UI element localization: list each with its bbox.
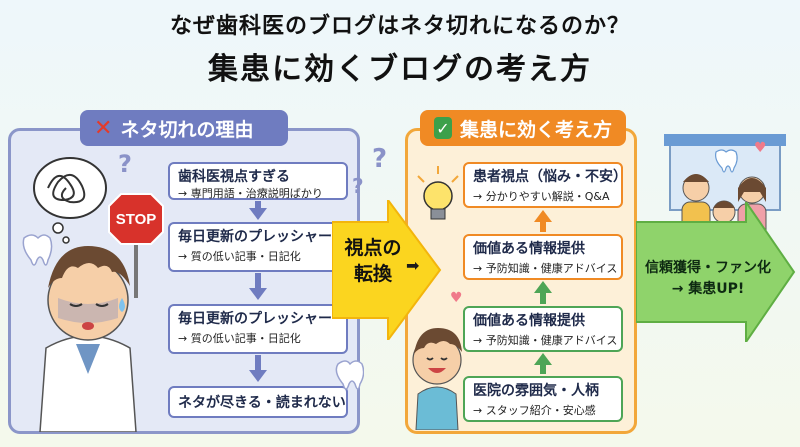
left-panel-title-text: ネタ切れの理由 — [120, 118, 254, 141]
smiling-boy-illustration — [412, 328, 462, 430]
left-step-box: 毎日更新のプレッシャー → 質の低い記事・日記化 — [168, 304, 348, 354]
left-step-main: ネタが尽きる・読まれない — [178, 395, 346, 411]
left-step-box: 毎日更新のプレッシャー → 質の低い記事・日記化 — [168, 222, 348, 272]
flow-arrow — [540, 292, 546, 304]
dentist-character — [39, 246, 137, 432]
perspective-shift-line2: 転換 — [353, 262, 392, 285]
stop-sign-text: STOP — [116, 211, 157, 228]
left-panel-title: ✕ ネタ切れの理由 — [80, 110, 288, 146]
right-step-main: 患者視点（悩み・不安） — [473, 169, 627, 185]
perspective-shift-label: 視点の 転換 — [338, 236, 408, 287]
flow-arrow — [249, 370, 267, 382]
right-step-sub: → スタッフ紹介・安心感 — [473, 403, 596, 417]
flow-arrow — [540, 364, 546, 374]
right-step-main: 医院の雰囲気・人柄 — [473, 383, 599, 399]
flow-arrow — [534, 210, 552, 222]
flow-arrow — [249, 288, 267, 300]
left-step-box: ネタが尽きる・読まれない — [168, 386, 348, 418]
main-title: なぜ歯科医のブログはネタ切れになるのか？ — [169, 14, 630, 39]
heart-icon: ♥ — [450, 290, 463, 306]
left-step-main: 毎日更新のプレッシャー — [178, 311, 332, 327]
left-step-sub: → 質の低い記事・日記化 — [178, 331, 301, 345]
right-step-main: 価値ある情報提供 — [473, 313, 585, 329]
left-step-main: 毎日更新のプレッシャー — [178, 229, 332, 245]
lightbulb-icon — [417, 166, 459, 220]
flow-arrow — [540, 221, 546, 232]
flow-arrow — [255, 355, 261, 371]
x-mark-icon: ✕ — [94, 115, 113, 141]
heart-icon: ♥ — [754, 140, 767, 156]
right-step-box: 価値ある情報提供 → 予防知識・健康アドバイス — [463, 306, 623, 352]
right-step-sub: → 予防知識・健康アドバイス — [473, 261, 618, 275]
left-step-sub: → 質の低い記事・日記化 — [178, 249, 301, 263]
flow-arrow — [249, 208, 267, 220]
flow-arrow — [255, 201, 261, 209]
left-step-box: 歯科医視点すぎる → 専門用語・治療説明ばかり — [168, 162, 348, 200]
arrow-right-icon: ➡ — [406, 256, 420, 275]
perspective-shift-arrow — [332, 200, 442, 340]
result-line1: 信頼獲得・ファン化 — [645, 260, 771, 276]
check-icon: ✓ — [434, 117, 452, 139]
question-mark-icon: ? — [118, 150, 132, 178]
question-mark-icon: ? — [352, 174, 364, 198]
perspective-shift-line1: 視点の — [344, 237, 402, 259]
right-step-sub: → 分かりやすい解説・Q&A — [473, 189, 610, 203]
tangled-thought-bubble-icon — [33, 157, 107, 244]
result-arrow — [636, 202, 796, 342]
tooth-icon — [335, 360, 364, 390]
right-step-main: 価値ある情報提供 — [473, 241, 585, 257]
result-label: 信頼獲得・ファン化 → 集患UP! — [640, 258, 776, 300]
left-step-main: 歯科医視点すぎる — [178, 169, 290, 185]
right-step-box: 患者視点（悩み・不安） → 分かりやすい解説・Q&A — [463, 162, 627, 208]
tooth-icon — [22, 234, 53, 266]
right-step-box: 価値ある情報提供 → 予防知識・健康アドバイス — [463, 234, 623, 280]
right-step-sub: → 予防知識・健康アドバイス — [473, 333, 618, 347]
main-subtitle: 集患に効くブログの考え方 — [208, 52, 592, 87]
question-mark-icon: ? — [372, 144, 388, 174]
clinic-building-icon — [664, 134, 786, 211]
tired-dentist-illustration: STOP — [22, 157, 164, 432]
flow-arrow — [534, 281, 552, 293]
right-panel-title: ✓ 集患に効く考え方 — [420, 110, 626, 146]
stop-sign-icon: STOP — [108, 193, 164, 298]
left-step-sub: → 専門用語・治療説明ばかり — [178, 186, 323, 200]
right-step-box: 医院の雰囲気・人柄 → スタッフ紹介・安心感 — [463, 376, 623, 422]
flow-arrow — [255, 273, 261, 289]
right-panel-title-text: 集患に効く考え方 — [459, 118, 612, 141]
flow-arrow — [534, 353, 552, 365]
result-line2: → 集患UP! — [671, 281, 745, 297]
